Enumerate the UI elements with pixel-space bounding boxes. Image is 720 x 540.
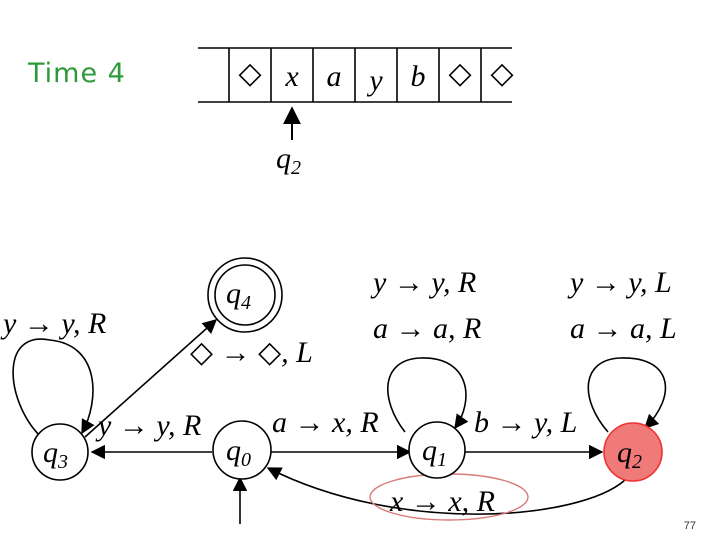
transition-label: a → x, R [272, 406, 379, 439]
tape [198, 47, 512, 103]
page-number: 77 [683, 520, 696, 532]
state-base: q [43, 436, 58, 469]
tape-head-state-base: q [276, 142, 291, 175]
tape-cell: a [327, 60, 342, 93]
transition-label: a → a, L [570, 312, 677, 345]
edge-q2-loop [587, 357, 667, 433]
state-base: q [422, 434, 437, 467]
state-label: q1 [422, 434, 447, 471]
state-q1: q1 [408, 421, 466, 479]
tape-cells: ◇ x a y b ◇ ◇ [238, 57, 513, 97]
tape-cell: b [411, 60, 426, 93]
state-base: q [226, 277, 241, 310]
transition-label: x → x, R [389, 485, 495, 518]
transition-label: y → y, R [95, 409, 201, 442]
state-q3: q3 [31, 423, 89, 481]
edge-q1-loop [387, 357, 469, 433]
tape-cell: y [366, 64, 383, 97]
tape-cell: ◇ [448, 57, 471, 90]
slide-title: Time 4 [28, 58, 126, 89]
transition-label: ◇ → ◇, L [190, 336, 313, 369]
tape-cell: ◇ [238, 57, 261, 90]
tape-head-state: q2 [276, 142, 301, 179]
state-q4-accepting: q4 [207, 257, 283, 333]
tape-cell: ◇ [490, 57, 513, 90]
tape-cell: x [284, 60, 299, 93]
transition-label: y → y, R [370, 266, 476, 299]
transition-label: y → y, L [567, 266, 672, 299]
edge-q2-q0 [266, 467, 626, 515]
state-sub: 0 [241, 449, 251, 471]
state-sub: 1 [437, 449, 447, 471]
transition-label: b → y, L [474, 406, 577, 439]
state-label: q0 [226, 434, 251, 471]
state-label: q3 [43, 436, 68, 473]
state-sub: 4 [241, 292, 251, 314]
state-label: q2 [617, 436, 642, 473]
state-q2: q2 [603, 422, 663, 482]
state-base: q [226, 434, 241, 467]
edge-q3-loop [12, 338, 95, 437]
state-circle [408, 421, 466, 479]
tape-head-state-sub: 2 [291, 157, 301, 179]
state-label: q4 [226, 277, 251, 314]
state-circle [214, 264, 276, 326]
state-circle [31, 423, 89, 481]
edge-q0-q4 [84, 319, 218, 438]
state-sub: 3 [57, 451, 68, 473]
state-circle [212, 420, 272, 480]
transition-label: y → y, R [0, 307, 106, 340]
state-base: q [617, 436, 632, 469]
state-circle-highlighted [603, 422, 663, 482]
state-sub: 2 [632, 451, 642, 473]
state-q0: q0 [212, 420, 272, 480]
transition-label: a → a, R [373, 312, 481, 345]
